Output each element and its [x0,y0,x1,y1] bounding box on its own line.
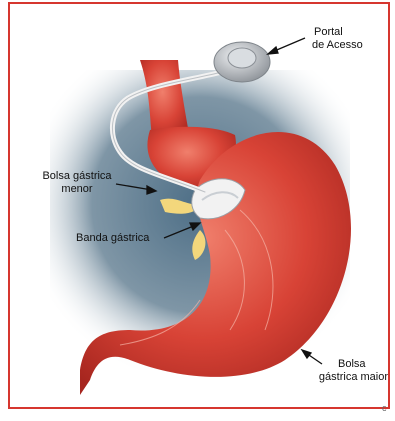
corner-mark: c [382,402,387,415]
label-portal-line1: Portal [312,26,363,39]
access-port [214,42,270,82]
label-bolsa-maior-line2: gástrica maior [300,371,388,384]
label-portal: Portal de Acesso [312,26,363,52]
label-portal-line2: de Acesso [312,39,363,52]
label-bolsa-maior-line1: Bolsa [300,358,388,371]
label-bolsa-menor-line1: Bolsa gástrica [34,170,120,183]
label-banda: Banda gástrica [76,232,149,245]
label-bolsa-menor: Bolsa gástrica menor [34,170,120,196]
label-bolsa-maior: Bolsa gástrica maior [300,358,388,384]
label-bolsa-menor-line2: menor [34,183,120,196]
